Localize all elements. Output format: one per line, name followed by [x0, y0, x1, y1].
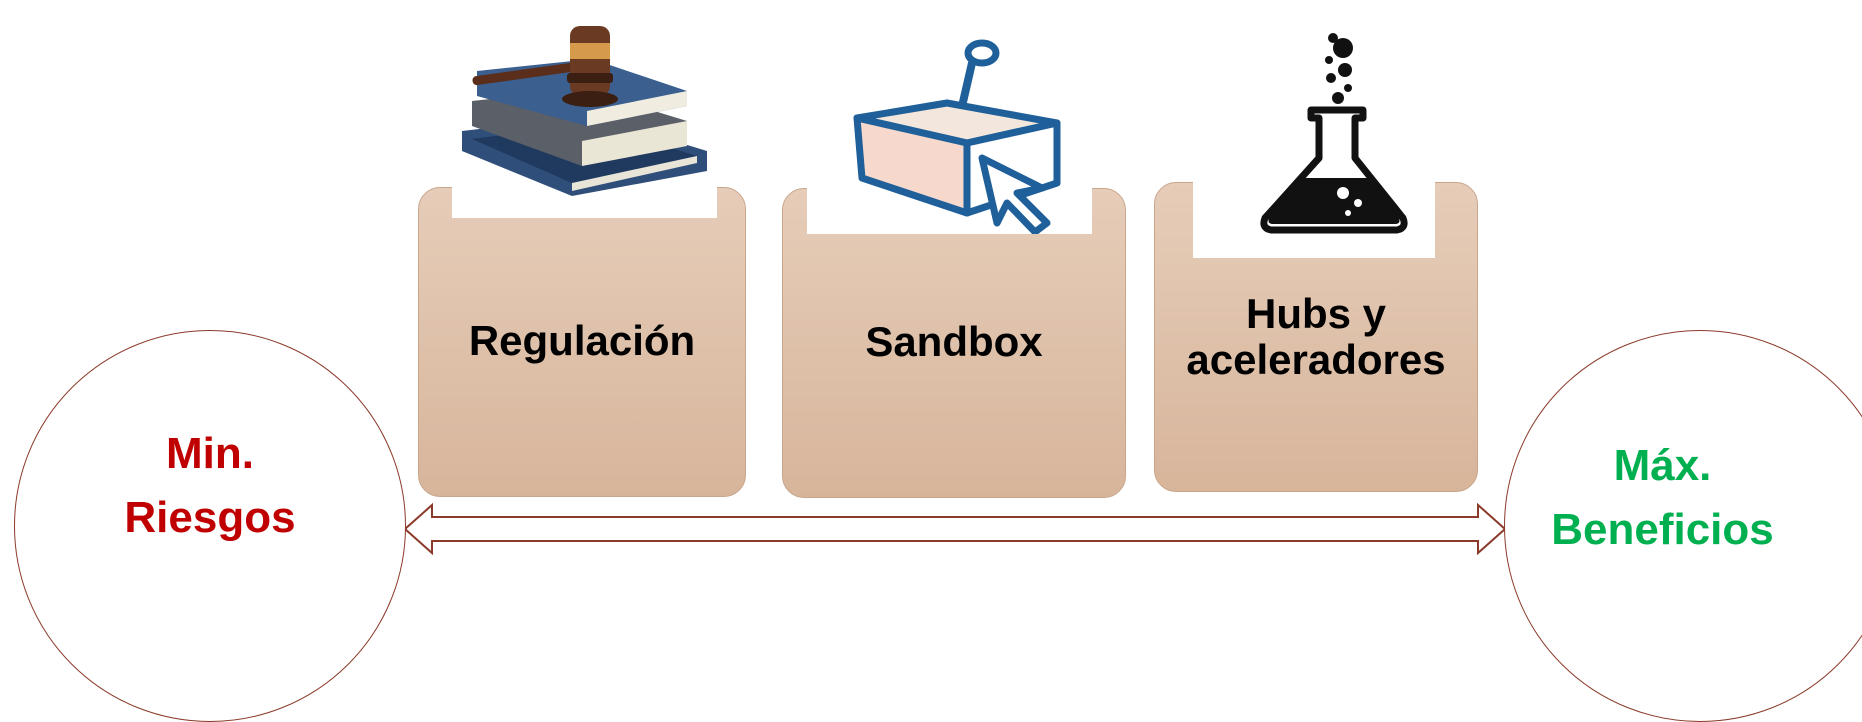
gavel-books-icon: [452, 11, 717, 218]
sandbox-cursor-icon: [807, 18, 1092, 234]
regulacion-box: Regulación: [418, 187, 746, 497]
min-riesgos-circle: Min. Riesgos: [14, 330, 406, 722]
max-beneficios-text: Máx. Beneficios: [1551, 441, 1774, 554]
sandbox-label: Sandbox: [865, 318, 1043, 365]
regulacion-label: Regulación: [468, 317, 696, 364]
flask-icon: [1193, 18, 1435, 258]
sandbox-box: Sandbox: [782, 188, 1126, 498]
max-beneficios-circle: Máx. Beneficios: [1504, 330, 1862, 722]
min-riesgos-text: Min. Riesgos: [124, 429, 296, 542]
hubs-label: Hubs y aceleradores: [1186, 290, 1446, 383]
